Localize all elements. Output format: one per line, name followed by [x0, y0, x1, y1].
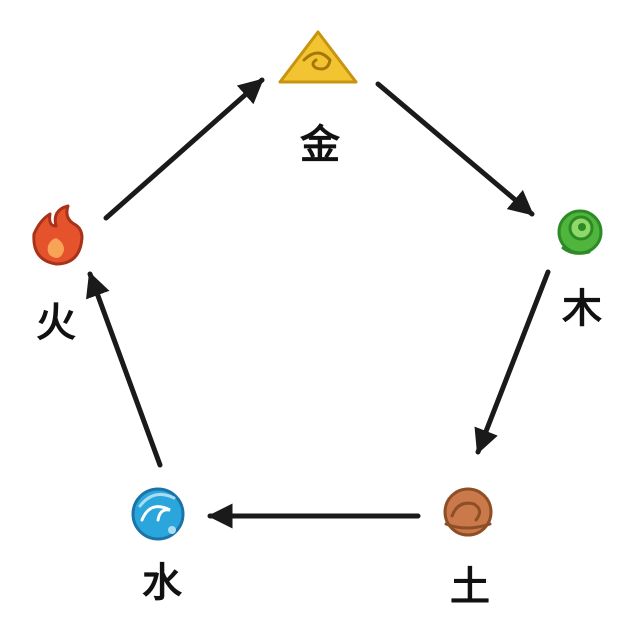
cycle-arrows [86, 77, 551, 529]
fire-node: 火 [32, 204, 84, 346]
wood-label: 木 [562, 285, 602, 332]
earth-label: 土 [450, 563, 490, 610]
metal-node: 金 [278, 30, 358, 168]
water-node: 水 [131, 487, 185, 606]
water-label: 水 [142, 559, 183, 606]
arrow-wood-to-earth [474, 269, 551, 455]
fire-label: 火 [36, 299, 76, 346]
metal-label: 金 [299, 121, 341, 168]
wood-node: 木 [557, 209, 603, 332]
earth-node: 土 [443, 487, 493, 610]
arrow-metal-to-wood [375, 81, 535, 217]
arrow-water-to-fire [86, 271, 163, 468]
metal-element-icon [278, 30, 358, 84]
earth-element-icon [443, 487, 493, 537]
fire-element-icon [32, 204, 84, 266]
water-element-icon [131, 487, 185, 541]
wood-element-icon [557, 209, 603, 255]
arrow-fire-to-metal [103, 77, 265, 221]
